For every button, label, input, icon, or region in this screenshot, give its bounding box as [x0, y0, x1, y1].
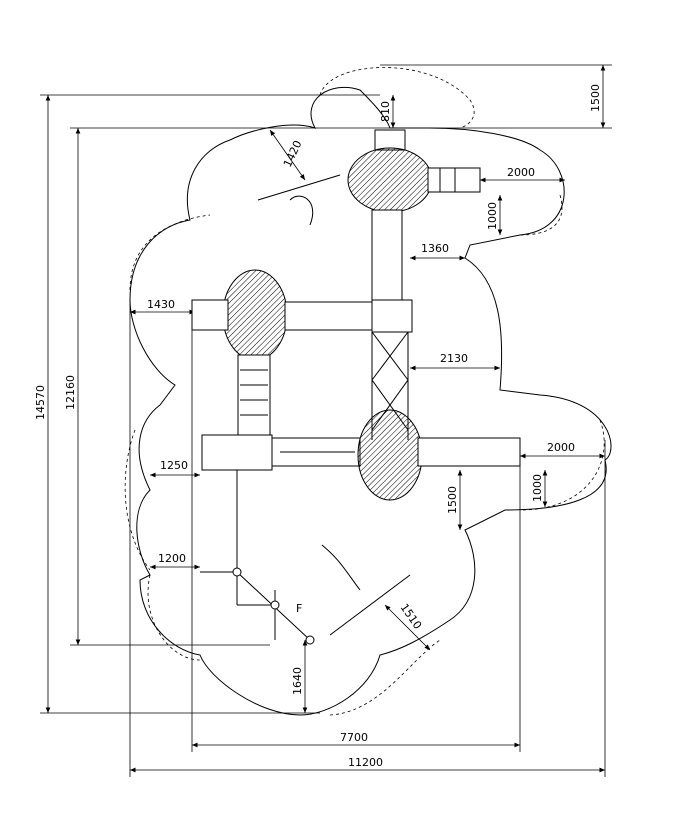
- dim-top-tower-offset: 810: [379, 101, 392, 122]
- dim-top-offset: 1500: [589, 84, 602, 112]
- roof-right-tower: [357, 409, 423, 501]
- playground-structure: [191, 129, 521, 645]
- dim-left-stair: 1430: [147, 298, 175, 311]
- dim-left-stair-lower: 1250: [160, 459, 188, 472]
- roof-left-tower: [222, 269, 288, 361]
- dim-right-slide-width: 1000: [531, 474, 544, 502]
- roof-top-tower: [347, 147, 433, 213]
- marker-letter-f: F: [296, 602, 302, 615]
- dim-top-right-slide-length: 2000: [507, 166, 535, 179]
- dim-overall-height: 14570: [34, 385, 47, 420]
- dim-lower-offset: 1500: [446, 486, 459, 514]
- dim-diagonal-slide: 1510: [398, 601, 425, 631]
- dim-inner-height: 12160: [64, 375, 77, 410]
- dim-top-right-slide-width: 1000: [486, 202, 499, 230]
- dimension-lines: [40, 64, 612, 777]
- dimension-labels: 14570 12160 1500 810 1420 2000 1000 1360…: [34, 84, 602, 769]
- dim-bottom-offset: 1640: [291, 667, 304, 695]
- dim-right-slide-length: 2000: [547, 441, 575, 454]
- dim-tower-gap: 1360: [421, 242, 449, 255]
- dim-lower-left: 1200: [158, 552, 186, 565]
- dim-bridge-offset: 2130: [440, 352, 468, 365]
- dim-top-slide-angle: 1420: [281, 138, 305, 169]
- dim-overall-width: 11200: [348, 756, 383, 769]
- safety-zone-dashed: [124, 67, 605, 716]
- dim-inner-width: 7700: [340, 731, 368, 744]
